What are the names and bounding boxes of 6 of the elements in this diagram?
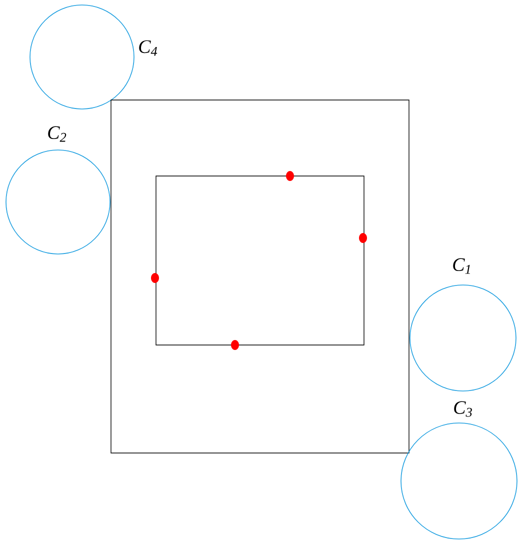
rectangle [110,100,410,454]
circle-label: C$_{4}$ [139,40,158,56]
circle-label: C$_{1}$ [453,258,470,274]
circle-label: C$_{2}$ [48,126,66,142]
rectangle [156,176,364,346]
circle-label: C$_{3}$ [454,401,472,417]
